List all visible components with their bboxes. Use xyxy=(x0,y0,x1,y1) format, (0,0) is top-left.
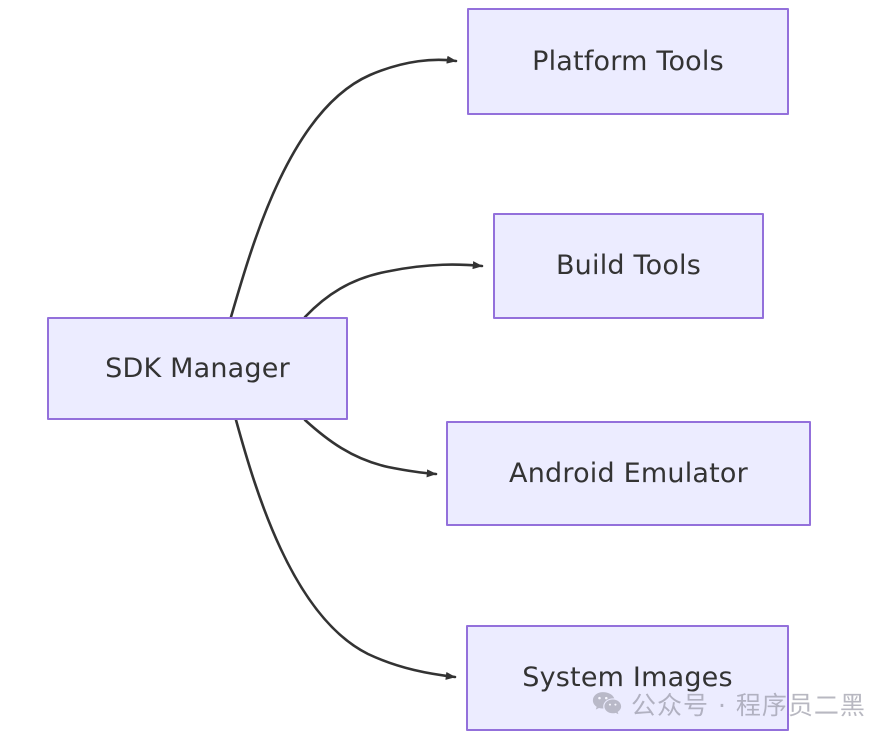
edge-sdk-manager-to-android-emulator xyxy=(303,418,438,478)
node-build-tools[interactable]: Build Tools xyxy=(493,213,764,319)
node-system-images[interactable]: System Images xyxy=(466,625,789,731)
node-sdk-manager[interactable]: SDK Manager xyxy=(47,317,348,420)
node-platform-tools[interactable]: Platform Tools xyxy=(467,8,789,115)
node-android-emulator-label: Android Emulator xyxy=(509,457,748,489)
edge-sdk-manager-to-system-images xyxy=(234,418,457,680)
node-platform-tools-label: Platform Tools xyxy=(532,45,724,77)
edge-sdk-manager-to-build-tools xyxy=(303,261,484,319)
node-sdk-manager-label: SDK Manager xyxy=(105,352,290,384)
node-build-tools-label: Build Tools xyxy=(555,250,702,282)
node-android-emulator[interactable]: Android Emulator xyxy=(446,421,811,526)
edge-sdk-manager-to-platform-tools xyxy=(229,55,458,319)
node-system-images-label: System Images xyxy=(522,662,733,694)
